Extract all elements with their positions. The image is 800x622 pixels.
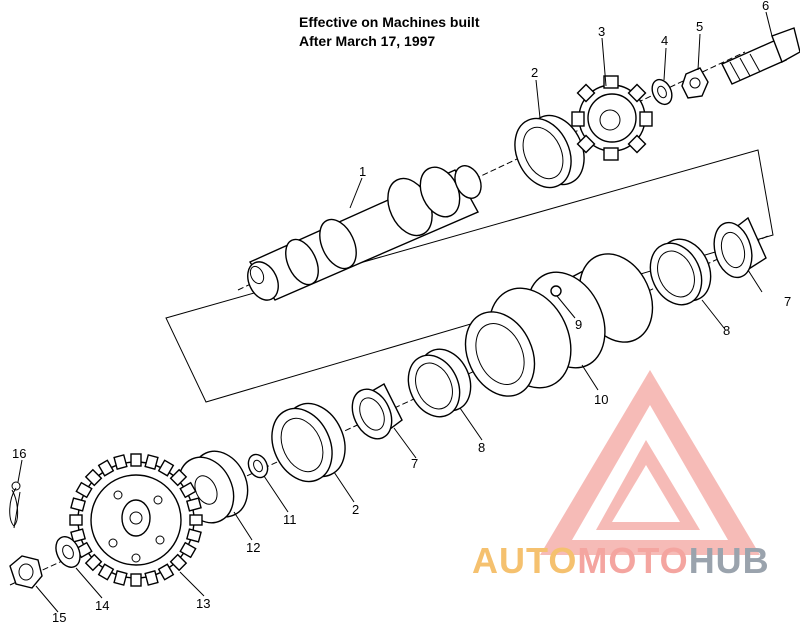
part-race-lower (407, 348, 472, 418)
effective-date-note: Effective on Machines built After March … (299, 13, 479, 51)
sprocket-tooth (113, 454, 128, 470)
watermark-part-1: AUTO (472, 540, 578, 581)
callout-3: 3 (598, 24, 605, 39)
callout-2-upper: 2 (531, 65, 538, 80)
sprocket-tooth (130, 573, 142, 587)
callout-5: 5 (696, 19, 703, 34)
callout-8-lower: 8 (478, 440, 485, 455)
part-cotter-pin (9, 481, 21, 529)
watermark-logo (540, 370, 760, 555)
part-bearing-lower (271, 402, 346, 483)
sprocket-tooth (97, 563, 115, 581)
callout-8-right: 8 (723, 323, 730, 338)
callout-2-lower: 2 (352, 502, 359, 517)
sprocket-tooth (75, 481, 93, 499)
part-bearing-upper (514, 114, 585, 189)
sprocket-tooth (189, 514, 203, 526)
sprocket-tooth (97, 459, 115, 477)
leader-lines (17, 11, 773, 613)
part-sprocket-small (571, 75, 653, 161)
callout-labels: 1 2 3 4 5 6 7 8 9 10 8 7 2 11 12 13 14 1… (12, 0, 791, 622)
callout-14: 14 (95, 598, 109, 613)
callout-12: 12 (246, 540, 260, 555)
sprocket-tooth (70, 497, 86, 512)
part-lock-tab (681, 67, 709, 99)
sprocket-tooth (179, 481, 197, 499)
part-bolt (721, 27, 800, 85)
watermark-part-2: MOTO (577, 540, 689, 581)
callout-16: 16 (12, 446, 26, 461)
sprocket-tooth (144, 570, 159, 586)
callout-4: 4 (661, 33, 668, 48)
part-housing (464, 253, 654, 397)
subassembly-outline (165, 149, 774, 403)
part-washer-upper (651, 78, 673, 106)
part-tapered-bearing-right (713, 216, 767, 279)
callout-1: 1 (359, 164, 366, 179)
sprocket-tooth (113, 570, 128, 586)
sprocket-tooth (157, 563, 175, 581)
callout-11: 11 (283, 512, 297, 527)
sprocket-tooth (157, 459, 175, 477)
callout-13: 13 (196, 596, 210, 611)
sprocket-tooth (84, 468, 103, 487)
callout-9: 9 (575, 317, 582, 332)
part-race-right (649, 238, 712, 306)
sprocket-tooth (70, 528, 86, 543)
sprocket-tooth (186, 528, 202, 543)
part-nut (9, 555, 43, 589)
part-sprocket-large (69, 453, 203, 587)
callout-6: 6 (762, 0, 769, 13)
note-line-2: After March 17, 1997 (299, 33, 436, 49)
watermark-text: AUTOMOTOHUB (472, 540, 770, 582)
callout-7-lower: 7 (411, 456, 418, 471)
sprocket-tooth (186, 497, 202, 512)
watermark-part-3: HUB (688, 540, 770, 581)
part-washer-lower (55, 536, 81, 568)
sprocket-tooth (130, 453, 142, 467)
callout-7-right: 7 (784, 294, 791, 309)
sprocket-tooth (69, 514, 83, 526)
sprocket-tooth (144, 454, 159, 470)
part-shaft (247, 165, 482, 301)
note-line-1: Effective on Machines built (299, 14, 480, 30)
sprocket-tooth (84, 553, 103, 572)
part-washer-small (247, 453, 269, 479)
sprocket-tooth (169, 468, 188, 487)
callout-10: 10 (594, 392, 608, 407)
sprocket-tooth (169, 553, 188, 572)
sprocket-tooth (179, 541, 197, 559)
part-tapered-bearing-lower (351, 383, 403, 440)
callout-15: 15 (52, 610, 66, 622)
